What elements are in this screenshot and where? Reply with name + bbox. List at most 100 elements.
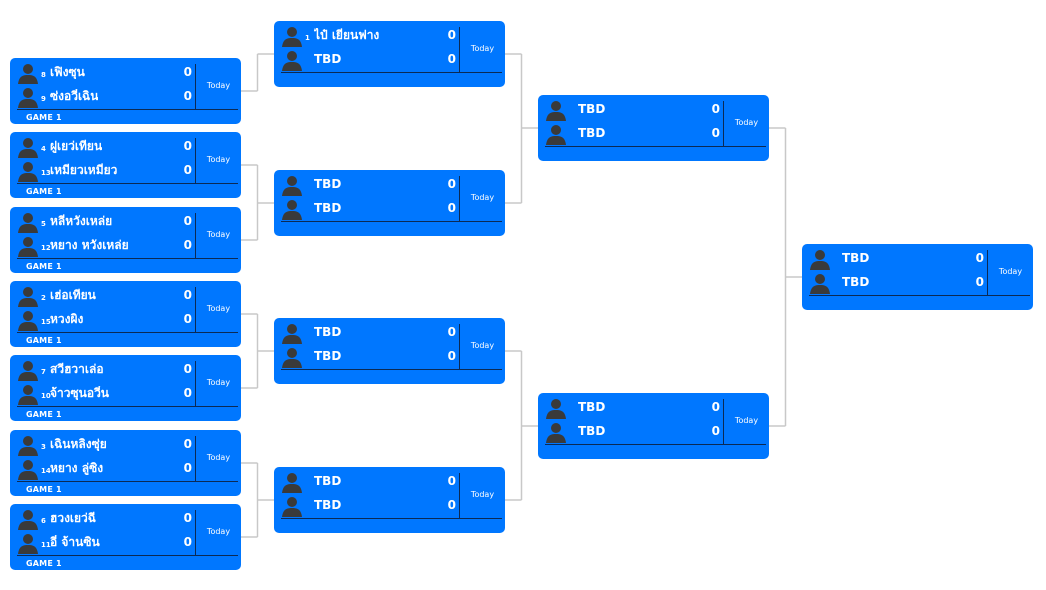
card-underline <box>545 146 766 147</box>
person-silhouette-icon <box>17 62 39 84</box>
player-name: เฮ่อเทียน <box>50 288 96 302</box>
player-name: TBD <box>314 349 342 363</box>
card-divider <box>987 250 988 295</box>
match-date: Today <box>470 44 495 53</box>
player-row[interactable]: TBD 0 <box>274 197 469 221</box>
player-name: TBD <box>314 498 342 512</box>
match-date: Today <box>470 193 495 202</box>
player-row[interactable]: TBD 0 <box>274 321 469 345</box>
player-score: 0 <box>183 535 192 549</box>
match-date: Today <box>206 81 231 90</box>
player-score: 0 <box>447 201 456 215</box>
person-silhouette-icon <box>17 359 39 381</box>
card-divider <box>195 510 196 555</box>
match-date: Today <box>470 341 495 350</box>
player-score: 0 <box>447 28 456 42</box>
card-underline <box>17 332 238 333</box>
player-seed: 13 <box>41 169 51 177</box>
card-divider <box>195 213 196 258</box>
player-score: 0 <box>447 498 456 512</box>
player-seed: 15 <box>41 318 51 326</box>
match-date: Today <box>734 118 759 127</box>
card-divider <box>459 473 460 518</box>
match-date: Today <box>206 304 231 313</box>
card-divider <box>723 399 724 444</box>
card-underline <box>17 258 238 259</box>
player-name: จ้าวซุนอวี๋น <box>50 386 110 400</box>
card-divider <box>195 361 196 406</box>
game-label: GAME 1 <box>26 262 62 271</box>
player-name: TBD <box>314 325 342 339</box>
person-silhouette-icon <box>17 309 39 331</box>
player-name: หวงผิง <box>50 312 84 326</box>
player-seed: 7 <box>41 368 46 376</box>
person-silhouette-icon <box>281 198 303 220</box>
player-row[interactable]: TBD 0 <box>274 494 469 518</box>
player-name: สวีฮวาเล่อ <box>50 362 104 376</box>
person-silhouette-icon <box>17 136 39 158</box>
player-score: 0 <box>975 251 984 265</box>
player-score: 0 <box>183 139 192 153</box>
match-date: Today <box>206 230 231 239</box>
match-date: Today <box>998 267 1023 276</box>
player-score: 0 <box>711 424 720 438</box>
player-name: TBD <box>314 201 342 215</box>
person-silhouette-icon <box>545 421 567 443</box>
player-score: 0 <box>447 325 456 339</box>
card-divider <box>459 324 460 369</box>
player-score: 0 <box>183 461 192 475</box>
player-score: 0 <box>183 511 192 525</box>
card-divider <box>459 176 460 221</box>
player-name: เหมียวเหมี่ยว <box>50 163 118 177</box>
player-score: 0 <box>447 52 456 66</box>
card-underline <box>281 221 502 222</box>
player-score: 0 <box>183 437 192 451</box>
player-score: 0 <box>975 275 984 289</box>
card-underline <box>17 555 238 556</box>
person-silhouette-icon <box>809 248 831 270</box>
match-date: Today <box>470 490 495 499</box>
card-divider <box>459 27 460 72</box>
player-score: 0 <box>183 288 192 302</box>
match-date: Today <box>206 527 231 536</box>
